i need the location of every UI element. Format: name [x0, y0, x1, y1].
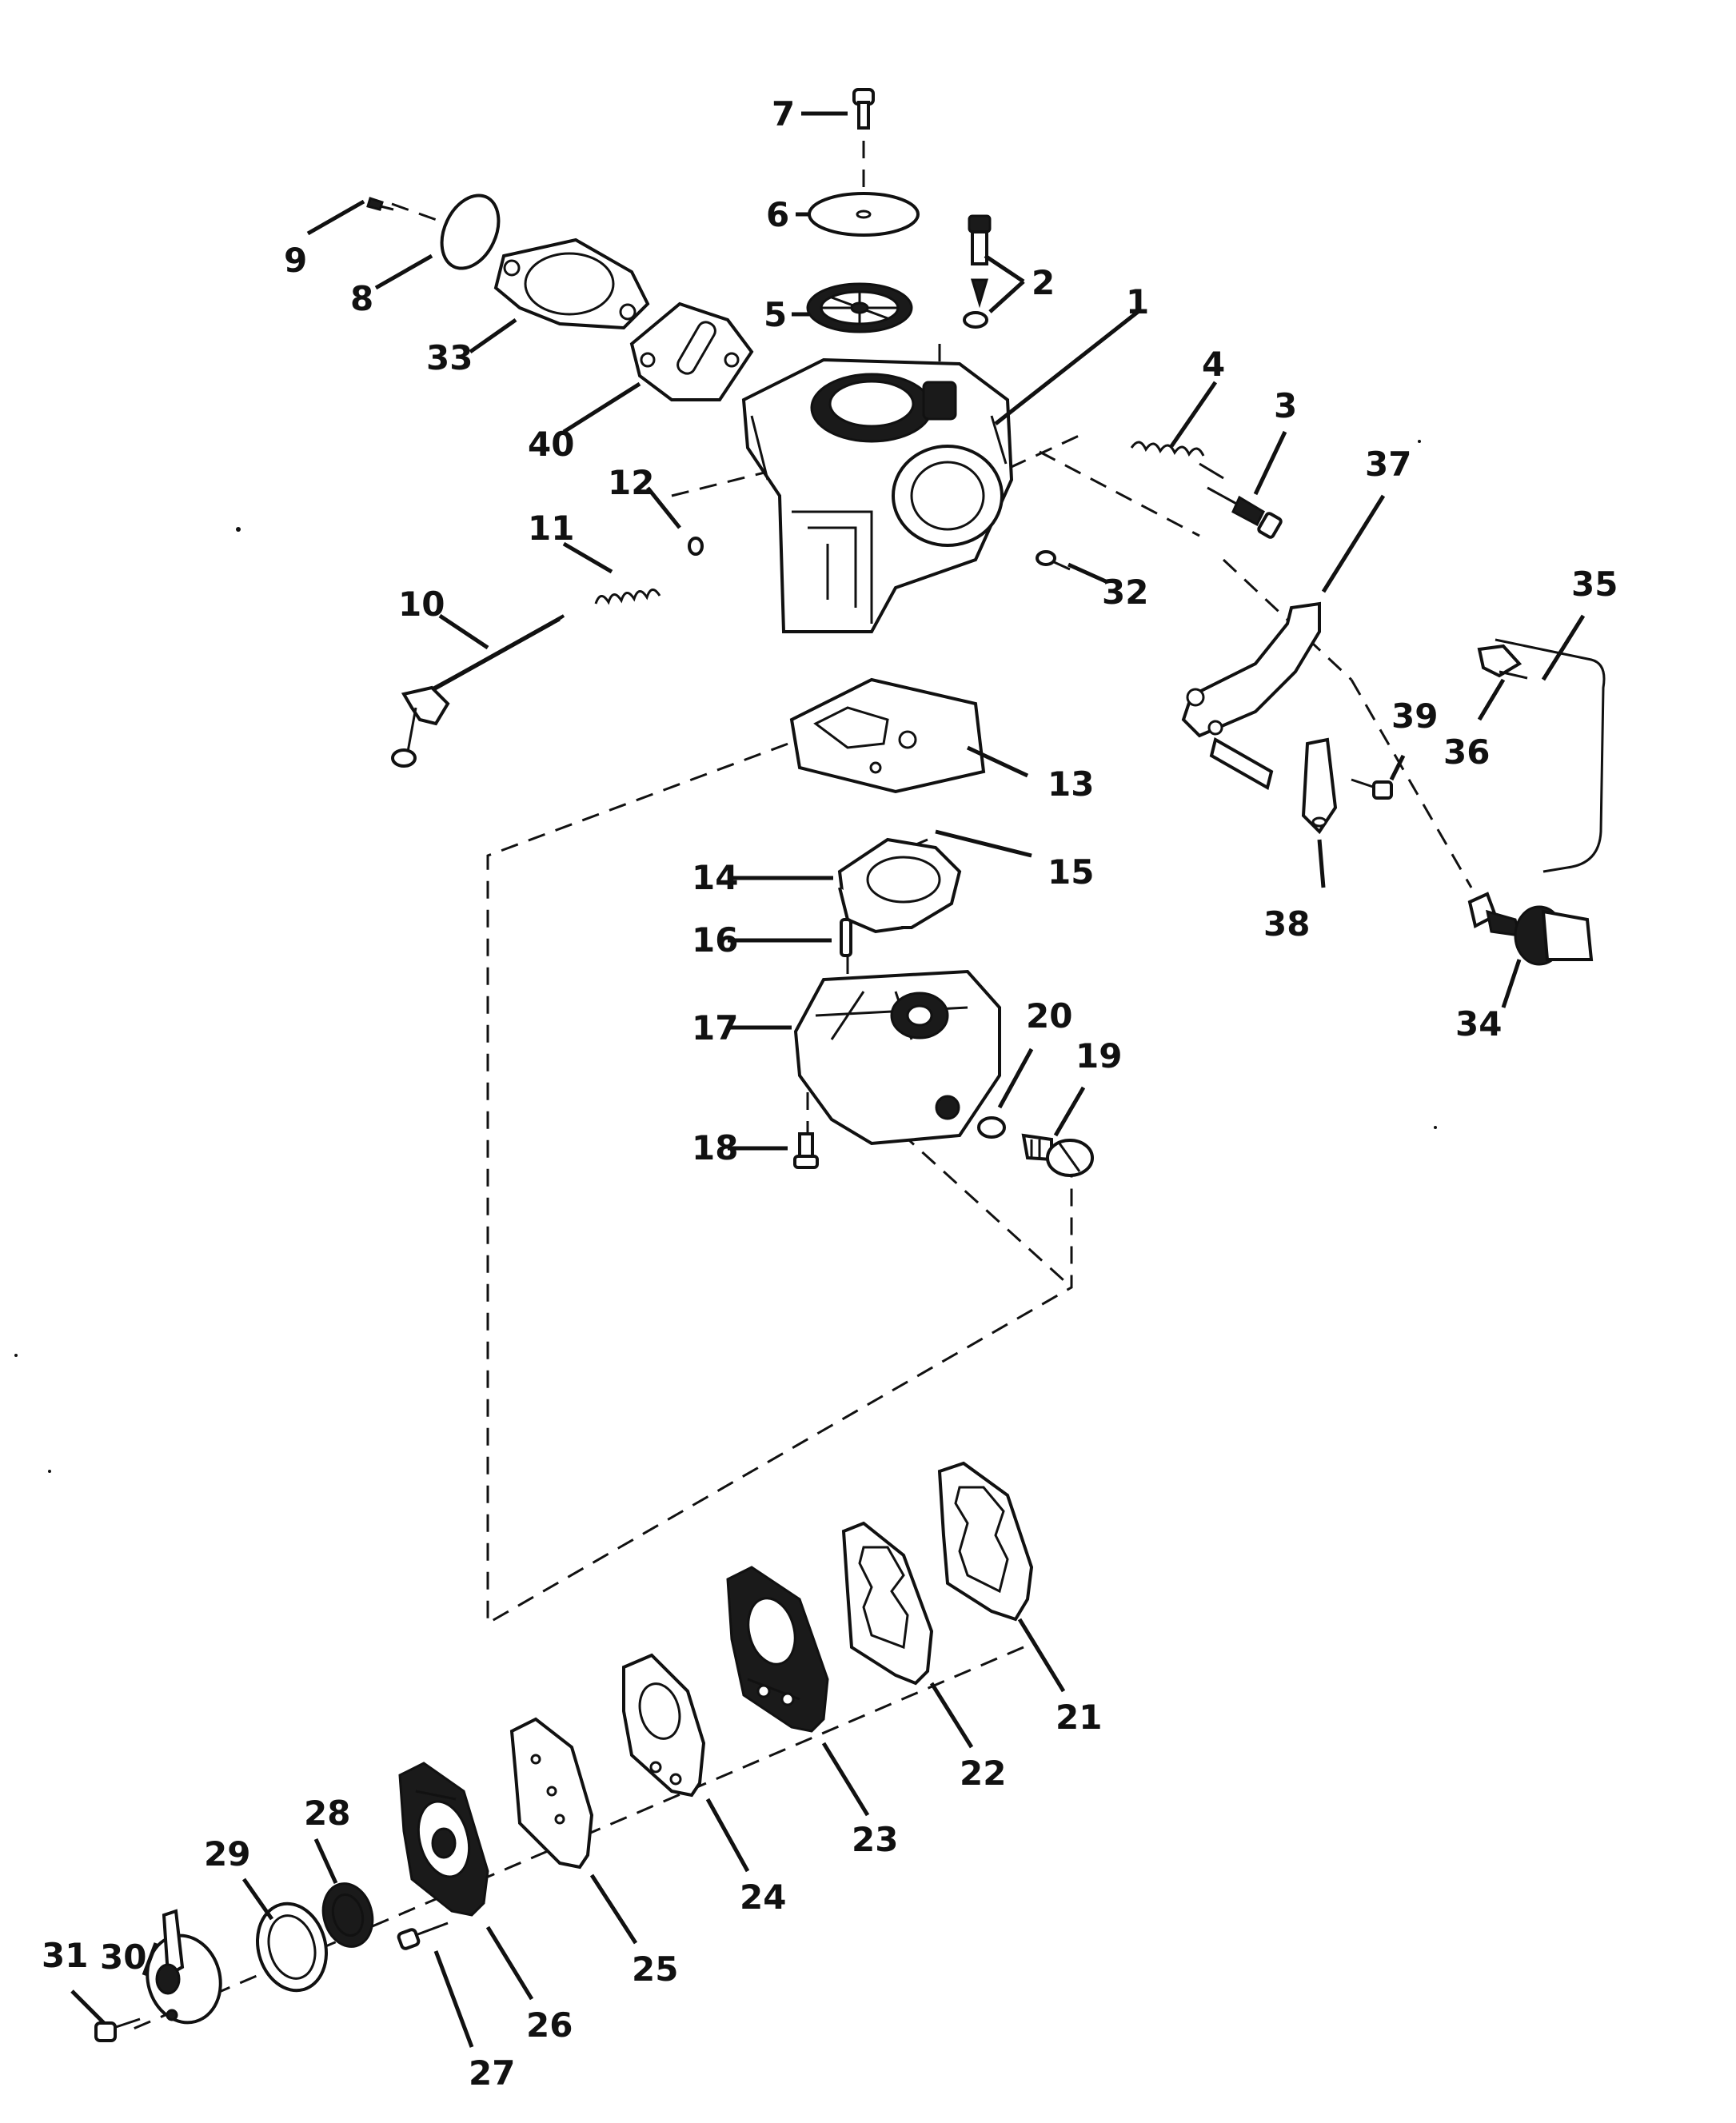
part-6-cover-disc: [808, 192, 920, 237]
callout-30: 30: [100, 1937, 146, 1977]
callout-38: 38: [1263, 904, 1310, 944]
part-27-screw: [397, 1921, 449, 1950]
part-25-diaphragm: [509, 1717, 594, 1870]
callout-27: 27: [469, 2053, 515, 2093]
callout-22: 22: [960, 1754, 1006, 1793]
callout-24: 24: [740, 1878, 786, 1917]
callout-14: 14: [692, 858, 738, 897]
part-28-screen: [321, 1882, 374, 1948]
callout-40: 40: [528, 425, 574, 464]
callout-1: 1: [1126, 282, 1149, 321]
callout-26: 26: [526, 2005, 573, 2045]
callout-13: 13: [1048, 764, 1094, 804]
callout-28: 28: [304, 1794, 350, 1833]
callout-2: 2: [1032, 263, 1055, 302]
callout-10: 10: [398, 585, 445, 624]
part-7-screw: [852, 88, 875, 130]
part-21-gasket: [937, 1461, 1034, 1622]
callout-19: 19: [1076, 1036, 1122, 1075]
callout-12: 12: [608, 463, 654, 502]
part-19-plug: [1021, 1133, 1094, 1177]
callout-36: 36: [1443, 732, 1490, 772]
callout-39: 39: [1391, 696, 1438, 736]
part-30-cover: [146, 1909, 222, 2025]
part-37-lever: [1181, 601, 1321, 791]
part-2-needle-seat: [963, 214, 992, 329]
part-22-gasket: [841, 1521, 934, 1686]
part-33-gasket: [493, 237, 650, 330]
part-40-gasket: [629, 301, 754, 401]
callout-25: 25: [632, 1949, 678, 1989]
part-20-washer: [977, 1116, 1006, 1139]
callout-8: 8: [350, 279, 373, 318]
part-38-lever: [1301, 737, 1338, 835]
callout-21: 21: [1056, 1698, 1102, 1737]
scan-specks: [14, 440, 1437, 1473]
part-24-gasket: [622, 1653, 706, 1798]
part-10-throttle-shaft: [391, 614, 565, 768]
callout-23: 23: [852, 1820, 898, 1859]
part-23-pump-body: [726, 1566, 829, 1733]
callout-15: 15: [1048, 852, 1094, 892]
callout-11: 11: [528, 509, 574, 548]
part-39-screw: [1351, 778, 1393, 800]
callout-numbers: 7 6 5 2 1 4 3 32 37 35 36 39 38 34 9 8 3…: [42, 94, 1618, 2093]
part-35-wire: [1495, 638, 1606, 873]
callout-5: 5: [764, 295, 787, 334]
part-4-spring: [1130, 441, 1224, 480]
callout-17: 17: [692, 1008, 738, 1048]
part-32-screw: [1036, 550, 1071, 571]
callout-31: 31: [42, 1936, 88, 1975]
part-9-screw: [366, 197, 394, 211]
part-34-knob: [1467, 892, 1594, 966]
parts-artwork: [94, 88, 1606, 2042]
callout-3: 3: [1274, 386, 1297, 425]
part-16-needle: [840, 918, 852, 957]
part-29-ring: [256, 1902, 328, 1993]
callout-4: 4: [1202, 345, 1225, 384]
part-18-screw: [793, 1132, 819, 1169]
part-12-clip: [688, 537, 704, 556]
callout-34: 34: [1455, 1004, 1502, 1044]
part-5-spoked-plate: [806, 282, 913, 333]
callout-20: 20: [1026, 996, 1072, 1036]
callout-9: 9: [284, 241, 307, 280]
part-14-float: [837, 837, 962, 934]
part-17-float-bowl: [793, 969, 1001, 1146]
callout-7: 7: [772, 94, 795, 134]
part-1-carburetor-body: [741, 357, 1014, 633]
callout-33: 33: [426, 338, 473, 377]
part-36-clip: [1477, 644, 1528, 680]
callout-35: 35: [1571, 565, 1618, 604]
callout-18: 18: [692, 1128, 738, 1167]
callout-29: 29: [204, 1834, 250, 1874]
callout-6: 6: [766, 195, 789, 234]
part-3-screw: [1207, 486, 1283, 539]
part-13-gasket: [789, 677, 986, 794]
part-11-spring: [594, 589, 661, 605]
part-8-disc: [440, 194, 501, 270]
callout-32: 32: [1102, 573, 1148, 612]
part-31-screw: [94, 2017, 141, 2042]
leader-lines: [70, 111, 1586, 2048]
part-26-pump-cover: [398, 1762, 489, 1917]
callout-37: 37: [1365, 445, 1411, 484]
callout-16: 16: [692, 920, 738, 960]
